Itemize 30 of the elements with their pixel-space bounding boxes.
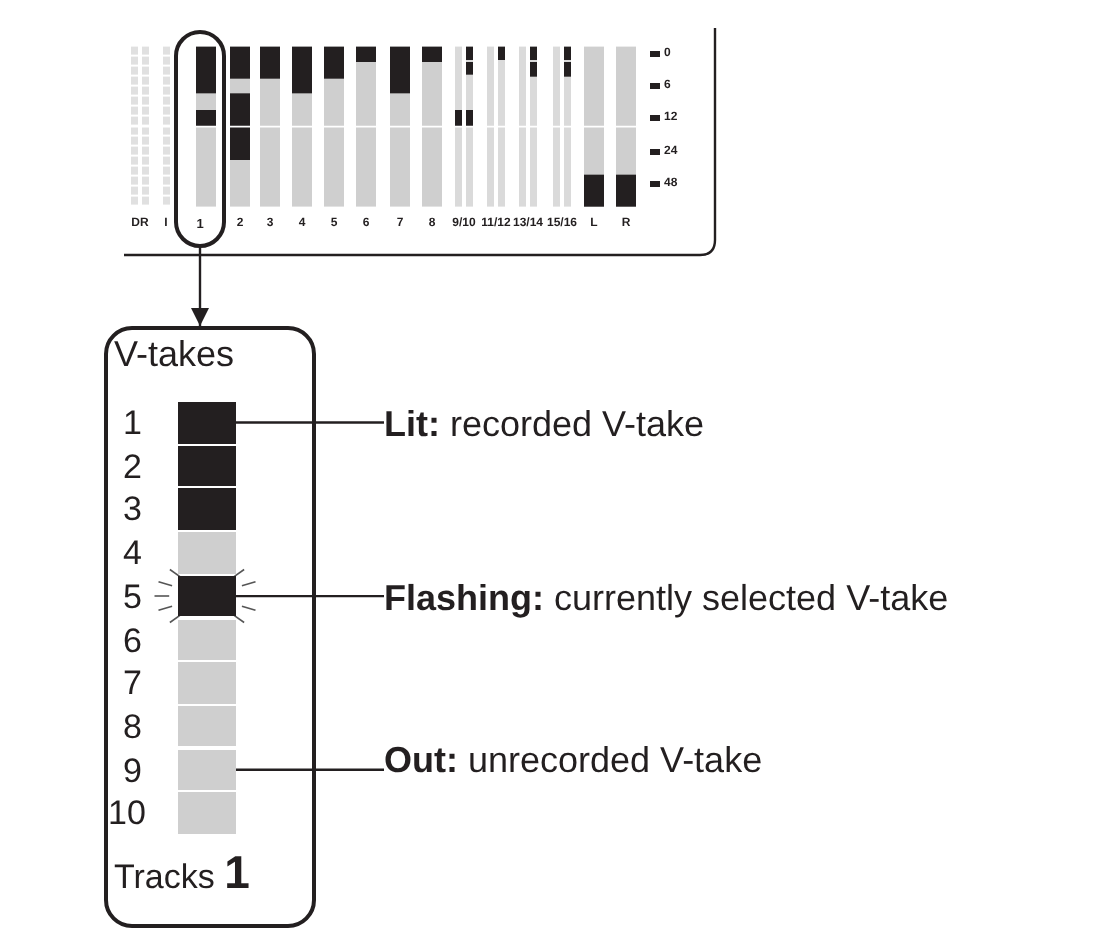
arrow: [191, 248, 209, 326]
panel-heading: V-takes: [114, 336, 235, 372]
leader-line: [236, 768, 384, 771]
level-segment: [178, 749, 236, 791]
leader-line: [236, 421, 384, 424]
level-segment: [178, 445, 236, 487]
take-number: 6: [121, 623, 142, 657]
level-segment: [178, 619, 236, 660]
description-text: Flashing: currently selected V-take: [384, 578, 949, 618]
level-segment: [178, 662, 236, 704]
take-number: 1: [121, 406, 142, 440]
description-text: Lit: recorded V-take: [384, 404, 705, 444]
take-number: 7: [121, 666, 142, 701]
take-number: 9: [121, 753, 142, 788]
level-segment: [178, 575, 236, 617]
level-segment: [178, 705, 236, 747]
take-number: 3: [121, 492, 142, 527]
track-label: Tracks 1: [114, 850, 250, 896]
level-segment: [178, 792, 236, 834]
level-segment: [178, 402, 236, 443]
level-segment: [178, 488, 236, 530]
take-number: 10: [108, 796, 142, 831]
panel-box: [104, 326, 316, 928]
take-number: 8: [121, 709, 142, 744]
leader-line: [236, 594, 384, 598]
description-text: Out: unrecorded V-take: [384, 740, 763, 780]
take-number: 4: [121, 536, 142, 571]
take-number: 5: [121, 579, 142, 614]
take-number: 2: [121, 449, 142, 484]
level-segment: [178, 532, 236, 574]
